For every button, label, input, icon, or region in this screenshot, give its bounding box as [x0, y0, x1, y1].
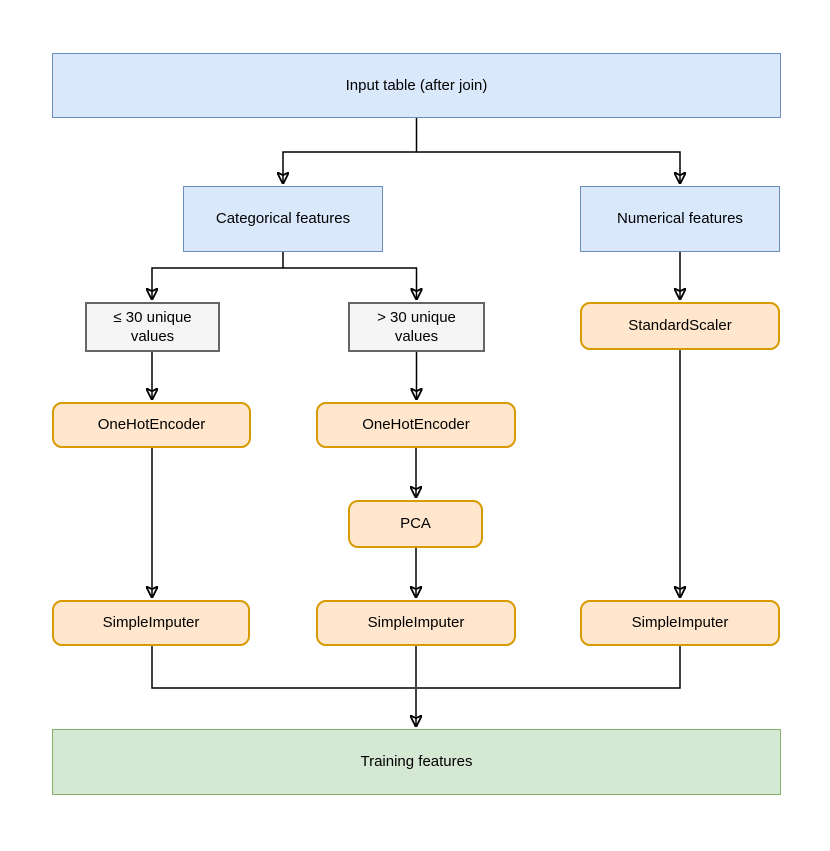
node-training-features: Training features — [52, 729, 781, 795]
node-onehotencoder-high-cardinality-label: OneHotEncoder — [362, 416, 470, 434]
node-simpleimputer-low-cardinality: SimpleImputer — [52, 600, 250, 646]
node-training-features-label: Training features — [360, 753, 473, 771]
node-onehotencoder-low-cardinality-label: OneHotEncoder — [97, 416, 206, 434]
node-pca-label: PCA — [400, 515, 431, 533]
edge-input-to-categorical — [283, 118, 418, 183]
node-simpleimputer-high-cardinality: SimpleImputer — [316, 600, 516, 646]
edge-categorical-to-gt30 — [283, 267, 417, 299]
node-onehotencoder-low-cardinality: OneHotEncoder — [52, 402, 251, 448]
node-simpleimputer-low-cardinality-label: SimpleImputer — [102, 614, 200, 632]
node-le-30-unique-values: ≤ 30 unique values — [85, 302, 220, 352]
node-numerical-features: Numerical features — [580, 186, 780, 252]
edge-categorical-to-le30 — [152, 252, 284, 299]
node-categorical-features: Categorical features — [183, 186, 383, 252]
edge-imputer-low-to-join — [151, 646, 415, 689]
node-le-30-unique-values-label: ≤ 30 unique values — [113, 308, 192, 346]
node-input-table-label: Input table (after join) — [345, 76, 488, 94]
node-simpleimputer-numerical: SimpleImputer — [580, 600, 780, 646]
node-input-table: Input table (after join) — [52, 53, 781, 118]
node-numerical-features-label: Numerical features — [617, 210, 743, 228]
node-pca: PCA — [348, 500, 483, 548]
node-simpleimputer-high-cardinality-label: SimpleImputer — [367, 614, 465, 632]
edge-imputer-num-to-join — [417, 646, 681, 689]
node-standard-scaler: StandardScaler — [580, 302, 780, 350]
node-categorical-features-label: Categorical features — [215, 210, 351, 228]
node-onehotencoder-high-cardinality: OneHotEncoder — [316, 402, 516, 448]
node-simpleimputer-numerical-label: SimpleImputer — [631, 614, 729, 632]
edge-input-to-numerical — [416, 151, 681, 183]
node-gt-30-unique-values: > 30 unique values — [348, 302, 485, 352]
node-gt-30-unique-values-label: > 30 unique values — [377, 308, 456, 346]
node-standard-scaler-label: StandardScaler — [628, 317, 732, 335]
